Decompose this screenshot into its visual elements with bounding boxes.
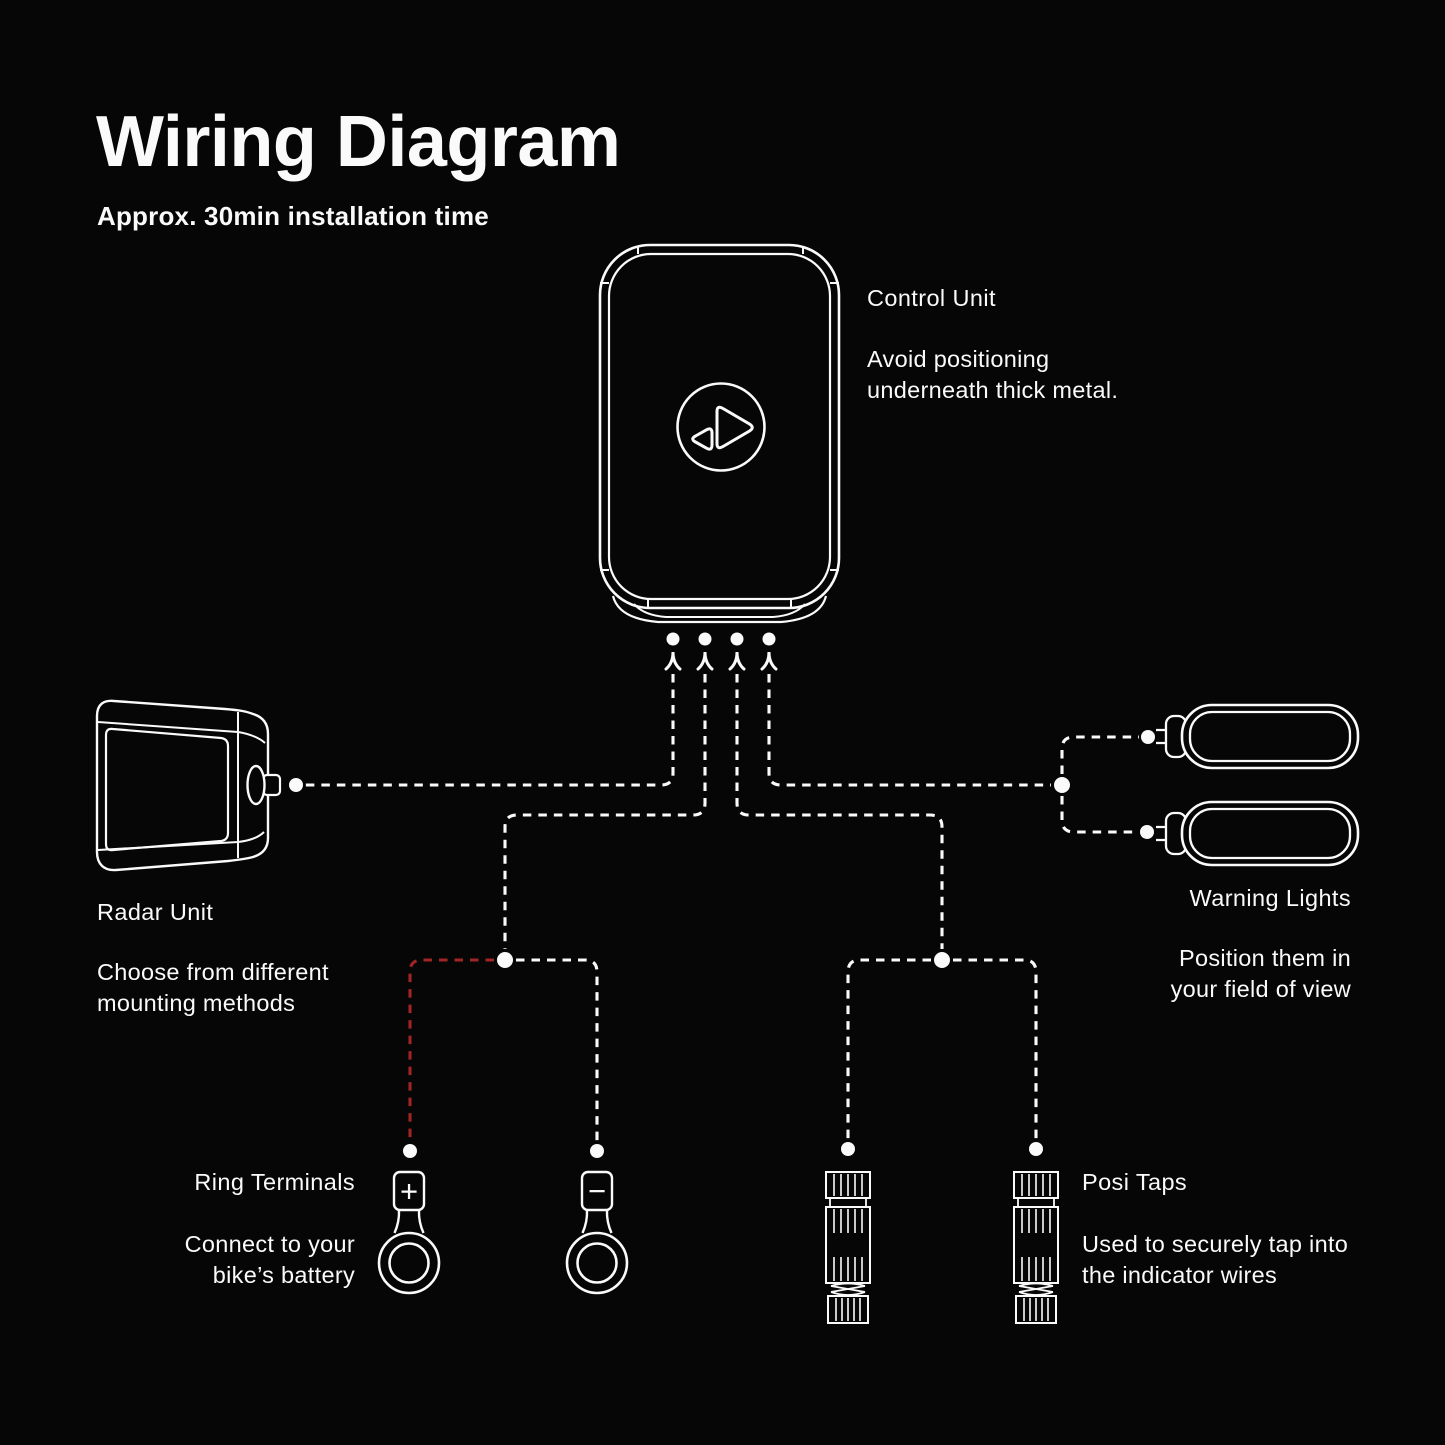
wire-control-to-warning-lights [767, 674, 1051, 787]
tap-ribs [1023, 1298, 1049, 1321]
positive-symbol: + [400, 1174, 418, 1209]
negative-symbol: − [588, 1174, 606, 1209]
terminal-neck [581, 1209, 613, 1234]
tap-bottom-cap [827, 1295, 869, 1324]
ring-terminal-positive-icon: + [377, 1170, 441, 1295]
posi-tap-icon-right [1013, 1171, 1059, 1324]
control-unit-seam-ticks [600, 246, 839, 608]
terminal-ring-outer [565, 1231, 629, 1295]
description-line: the indicator wires [1082, 1262, 1278, 1288]
terminal-ring-inner [576, 1242, 618, 1284]
radar-unit-label: Radar Unit [97, 899, 214, 925]
radar-connector-dot [289, 778, 303, 792]
wire-branch-positive-terminal [408, 958, 494, 1141]
negative-terminal-dot [590, 1144, 604, 1158]
control-unit-inner-shell [607, 252, 832, 601]
terminal-ring-inner [388, 1242, 430, 1284]
warning-light-dot [1140, 825, 1154, 839]
description-line: your field of view [1170, 976, 1351, 1002]
description-line: bike’s battery [212, 1262, 355, 1288]
arrow-up-icon [664, 651, 682, 671]
page-subtitle: Approx. 30min installation time [97, 201, 489, 231]
radar-plug-collar [246, 764, 266, 806]
tap-neck [829, 1197, 867, 1208]
light-body [1180, 703, 1360, 770]
radar-unit-icon [95, 699, 282, 872]
warning-lights-description: Position them in your field of view [1171, 943, 1351, 1005]
description-line: underneath thick metal. [867, 377, 1119, 403]
wire-branch-warning-light-top [1060, 735, 1139, 774]
control-unit-description: Avoid positioning underneath thick metal… [867, 344, 1118, 406]
positive-terminal-dot [403, 1144, 417, 1158]
arrow-up-icon [696, 651, 714, 671]
warning-junction-dot [1054, 777, 1070, 793]
description-line: Position them in [1179, 945, 1351, 971]
warning-light-dot [1141, 730, 1155, 744]
wire-branch-posi-tap-right [953, 958, 1038, 1139]
control-unit-label: Control Unit [867, 285, 996, 311]
tap-ribs [1021, 1209, 1051, 1233]
tap-bottom-cap [1015, 1295, 1057, 1324]
tap-ribs [833, 1257, 863, 1281]
tap-thread [1018, 1282, 1054, 1296]
ring-terminal-negative-icon: − [565, 1170, 629, 1295]
radar-front-face [104, 727, 230, 852]
port-dot [666, 632, 680, 646]
ring-terminals-description: Connect to your bike’s battery [185, 1229, 355, 1291]
posi-tap-dot [1029, 1142, 1043, 1156]
tap-ribs [833, 1174, 863, 1196]
radar-body [95, 699, 270, 872]
wire-radar-to-control [305, 674, 675, 787]
tap-ribs [1021, 1174, 1051, 1196]
control-unit-base-outer [611, 595, 828, 624]
terminal-crimp [392, 1170, 426, 1212]
positap-junction-dot [934, 952, 950, 968]
control-unit-outer-shell [598, 243, 841, 610]
wire-branch-warning-light-bottom [1060, 796, 1138, 834]
terminal-neck [393, 1209, 425, 1234]
light-body [1180, 800, 1360, 867]
description-line: mounting methods [97, 990, 296, 1016]
warning-light-icon-bottom [1156, 800, 1360, 867]
posi-taps-label: Posi Taps [1082, 1169, 1188, 1195]
wire-branch-posi-tap-left [846, 958, 931, 1139]
light-lens [1188, 807, 1352, 860]
control-unit-ports [664, 632, 778, 671]
terminal-crimp [580, 1170, 614, 1212]
control-unit-base-inner [633, 603, 806, 618]
port-dot [730, 632, 744, 646]
tap-thread [830, 1282, 866, 1296]
arrow-up-icon [760, 651, 778, 671]
wire-control-to-battery [503, 674, 707, 949]
wire-branch-negative-terminal [516, 958, 599, 1141]
warning-lights-label: Warning Lights [1189, 885, 1351, 911]
battery-junction-dot [497, 952, 513, 968]
warning-light-icon-top [1156, 703, 1360, 770]
wires [305, 674, 1139, 1141]
light-lens [1188, 710, 1352, 763]
connection-dots [289, 730, 1155, 1158]
description-line: Choose from different [97, 959, 329, 985]
radar-unit-description: Choose from different mounting methods [97, 957, 329, 1019]
control-unit-icon [598, 243, 841, 624]
tap-ribs [835, 1298, 861, 1321]
tap-ribs [833, 1209, 863, 1233]
posi-tap-dot [841, 1142, 855, 1156]
posi-tap-icon-left [825, 1171, 871, 1324]
port-dot [698, 632, 712, 646]
description-line: Connect to your [184, 1231, 355, 1257]
posi-taps-description: Used to securely tap into the indicator … [1082, 1229, 1348, 1291]
terminal-ring-outer [377, 1231, 441, 1295]
page-title: Wiring Diagram [96, 102, 621, 182]
description-line: Avoid positioning [867, 346, 1050, 372]
arrow-up-icon [728, 651, 746, 671]
tap-ribs [1021, 1257, 1051, 1281]
brand-logo-icon [676, 382, 766, 472]
port-dot [762, 632, 776, 646]
wire-control-to-positaps [735, 674, 944, 949]
description-line: Used to securely tap into [1082, 1231, 1349, 1257]
ring-terminals-label: Ring Terminals [194, 1169, 355, 1195]
tap-neck [1017, 1197, 1055, 1208]
